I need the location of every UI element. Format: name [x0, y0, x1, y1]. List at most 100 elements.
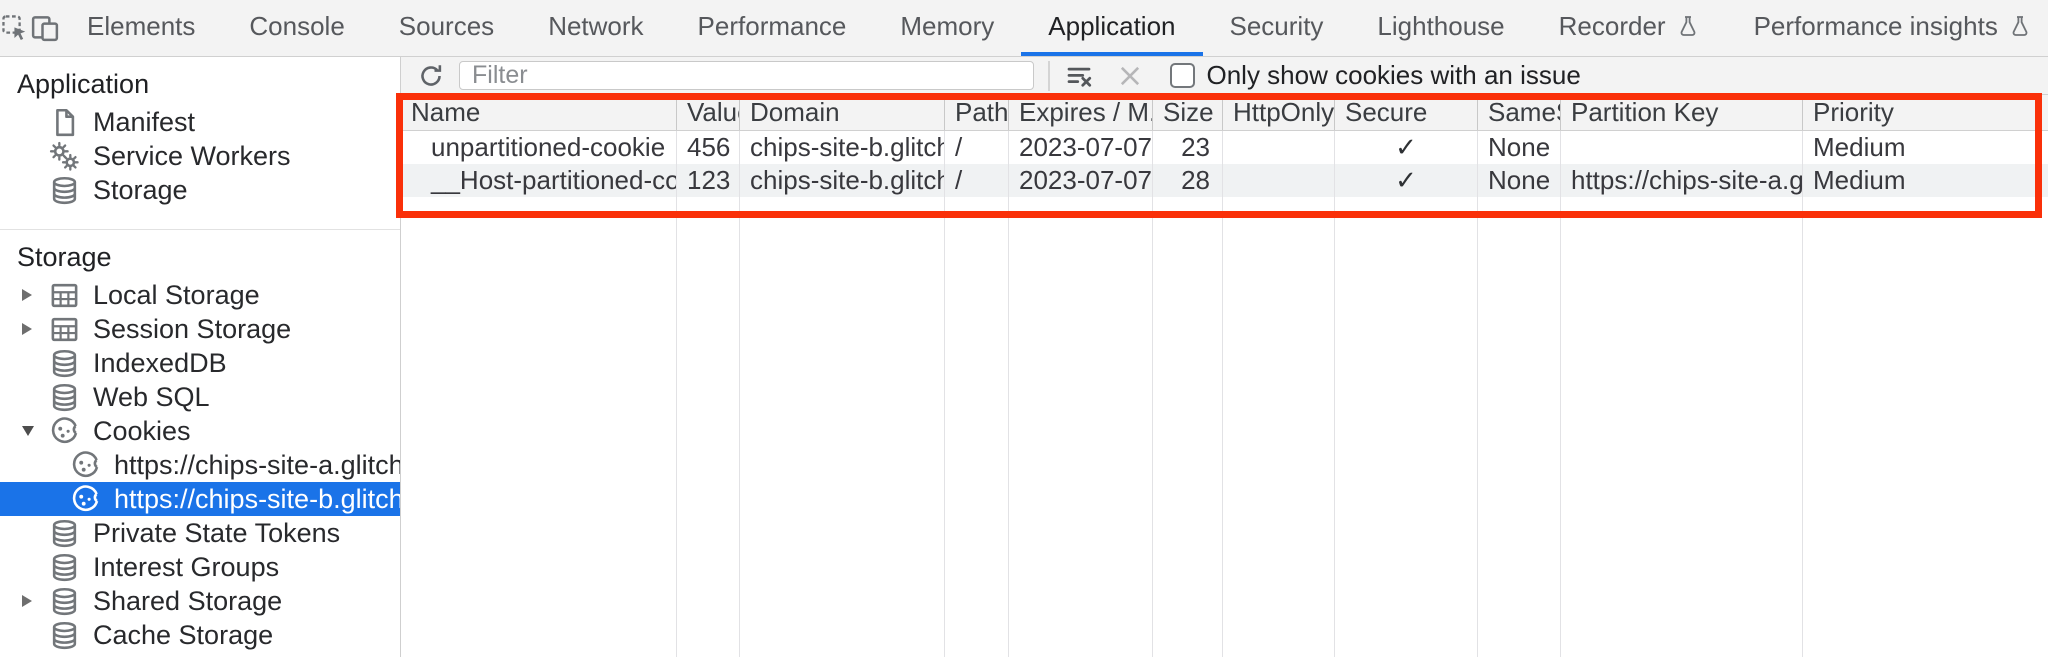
tab-memory[interactable]: Memory: [900, 10, 995, 41]
cell-path[interactable]: /: [945, 164, 1009, 197]
tab-performance-insights[interactable]: Performance insights: [1727, 0, 2048, 56]
cell-value[interactable]: 456: [677, 131, 740, 164]
sidebar-item-label: Shared Storage: [93, 585, 283, 616]
tab-application[interactable]: Application: [1021, 0, 1203, 56]
chevron-right-icon[interactable]: [22, 289, 49, 301]
cell-expires[interactable]: 2023-07-07...: [1009, 131, 1153, 164]
tab-network[interactable]: Network: [548, 10, 644, 41]
cell-secure[interactable]: ✓: [1335, 131, 1478, 164]
sidebar-item-cookies[interactable]: Cookies: [0, 414, 400, 448]
database-icon: [49, 552, 80, 583]
tab-recorder[interactable]: Recorder: [1532, 0, 1727, 56]
clear-filter-icon[interactable]: [1064, 61, 1094, 91]
column-header-priority[interactable]: Priority: [1813, 97, 1894, 127]
chevron-right-icon[interactable]: [22, 323, 49, 335]
database-icon: [49, 175, 80, 206]
sidebar-item-label: Manifest: [93, 106, 196, 137]
table-row[interactable]: unpartitioned-cookie 456 chips-site-b.gl…: [401, 131, 2048, 164]
cell-path[interactable]: /: [945, 131, 1009, 164]
table-row[interactable]: __Host-partitioned-cookie 123 chips-site…: [401, 164, 2048, 197]
cell-secure[interactable]: ✓: [1335, 164, 1478, 197]
toolbar-separator: [1048, 60, 1050, 91]
sidebar-item-local-storage[interactable]: Local Storage: [0, 278, 400, 312]
cookie-icon: [49, 416, 80, 447]
sidebar-item-web-sql[interactable]: Web SQL: [0, 380, 400, 414]
gears-icon: [49, 141, 80, 172]
cell-priority[interactable]: Medium: [1813, 132, 1906, 162]
sidebar-item-session-storage[interactable]: Session Storage: [0, 312, 400, 346]
only-issue-label: Only show cookies with an issue: [1206, 60, 1581, 90]
refresh-icon[interactable]: [415, 60, 447, 92]
cell-httponly[interactable]: [1223, 131, 1335, 164]
cell-size[interactable]: 23: [1153, 131, 1223, 164]
database-icon: [49, 518, 80, 549]
cell-partition-key[interactable]: [1561, 131, 1803, 164]
cell-expires[interactable]: 2023-07-07...: [1009, 164, 1153, 197]
table-empty-area: [401, 197, 2048, 657]
tab-performance[interactable]: Performance: [697, 10, 847, 41]
sidebar-item-shared-storage[interactable]: Shared Storage: [0, 584, 400, 618]
sidebar-item-label: IndexedDB: [93, 347, 227, 378]
database-icon: [49, 620, 80, 651]
column-header-partition-key[interactable]: Partition Key: [1561, 95, 1803, 130]
device-toolbar-icon[interactable]: [30, 0, 60, 56]
tab-security[interactable]: Security: [1229, 10, 1324, 41]
cell-size[interactable]: 28: [1153, 164, 1223, 197]
sidebar-item-indexeddb[interactable]: IndexedDB: [0, 346, 400, 380]
cookie-icon: [70, 450, 101, 481]
sidebar-item-label: Service Workers: [93, 140, 291, 171]
cookie-icon: [70, 484, 101, 515]
column-header-samesite[interactable]: SameSite: [1478, 95, 1561, 130]
sidebar-item-label: Interest Groups: [93, 551, 280, 582]
sidebar-item-private-state-tokens[interactable]: Private State Tokens: [0, 516, 400, 550]
cell-httponly[interactable]: [1223, 164, 1335, 197]
table-grid-icon: [49, 280, 80, 311]
cell-priority[interactable]: Medium: [1813, 165, 1906, 195]
column-header-value[interactable]: Value: [677, 95, 740, 130]
column-header-secure[interactable]: Secure: [1335, 95, 1478, 130]
cell-samesite[interactable]: None: [1478, 164, 1561, 197]
application-sidebar: Application Manifest: [0, 57, 401, 657]
sidebar-item-service-workers[interactable]: Service Workers: [0, 139, 400, 173]
flask-icon: [2012, 16, 2028, 36]
inspect-element-icon[interactable]: [0, 0, 30, 56]
section-title-application: Application: [17, 68, 150, 99]
column-header-name[interactable]: Name: [401, 95, 677, 130]
database-icon: [49, 382, 80, 413]
cell-value[interactable]: 123: [677, 164, 740, 197]
tab-elements[interactable]: Elements: [87, 10, 196, 41]
only-issue-checkbox[interactable]: [1169, 63, 1195, 88]
column-header-domain[interactable]: Domain: [740, 95, 945, 130]
column-header-httponly[interactable]: HttpOnly: [1223, 95, 1335, 130]
panel-tabs: Elements Console Sources Network Perform…: [60, 0, 2048, 56]
column-header-expires[interactable]: Expires / M...: [1009, 95, 1153, 130]
delete-all-icon[interactable]: [1116, 62, 1144, 90]
sidebar-item-label: Local Storage: [93, 279, 260, 310]
cell-samesite[interactable]: None: [1478, 131, 1561, 164]
flask-icon: [1680, 16, 1696, 36]
sidebar-item-manifest[interactable]: Manifest: [0, 105, 400, 139]
filter-input[interactable]: [459, 61, 1034, 90]
section-application: Application Manifest: [0, 57, 400, 207]
sidebar-item-storage[interactable]: Storage: [0, 173, 400, 207]
chevron-right-icon[interactable]: [22, 595, 49, 607]
section-title-storage: Storage: [17, 241, 112, 272]
tab-sources[interactable]: Sources: [398, 10, 495, 41]
sidebar-item-cache-storage[interactable]: Cache Storage: [0, 618, 400, 652]
column-header-path[interactable]: Path: [945, 95, 1009, 130]
chevron-down-icon[interactable]: [22, 426, 49, 436]
sidebar-item-label: Session Storage: [93, 313, 292, 344]
column-header-size[interactable]: Size: [1153, 95, 1223, 130]
tab-lighthouse[interactable]: Lighthouse: [1377, 10, 1505, 41]
cell-name[interactable]: unpartitioned-cookie: [401, 131, 677, 164]
tab-console[interactable]: Console: [249, 10, 345, 41]
sidebar-item-interest-groups[interactable]: Interest Groups: [0, 550, 400, 584]
cell-name[interactable]: __Host-partitioned-cookie: [401, 164, 677, 197]
